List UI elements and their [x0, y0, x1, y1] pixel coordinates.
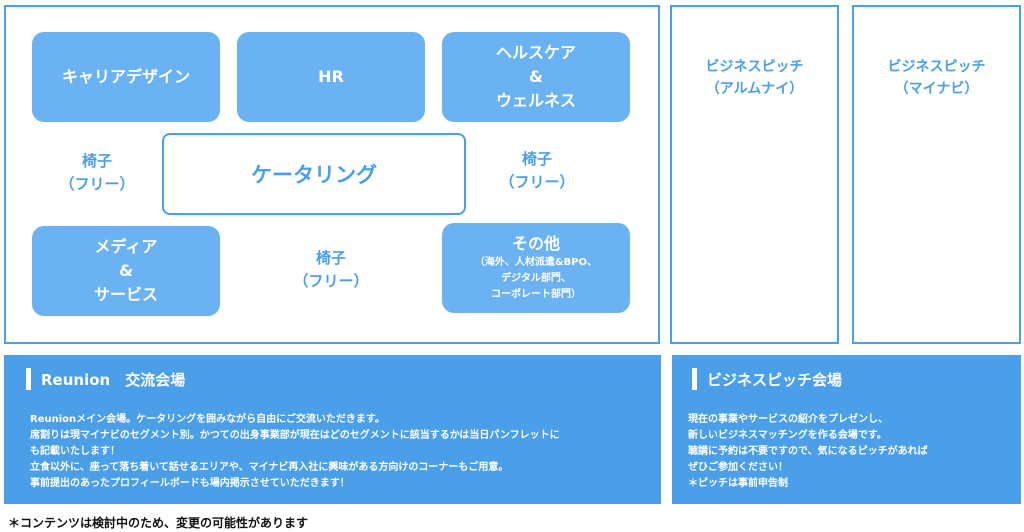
- chair-sublabel: （フリー）: [293, 272, 369, 290]
- heading-bar: [692, 368, 697, 390]
- info-line: も記載いたします！: [30, 446, 120, 457]
- info-line: 席割りは現マイナビのセグメント別。かつての出身事業部が現在はどのセグメントに該当…: [30, 430, 560, 441]
- info-line: 立食以外に、座って落ち着いて話せるエリアや、マイナビ再入社に興味がある方向けのコ…: [30, 462, 509, 473]
- booth-label: &: [119, 261, 133, 280]
- chair-label: 椅子: [315, 249, 346, 267]
- info-line: ＊ピッチは事前申告制: [688, 478, 788, 489]
- pitch-label-alumni: ビジネスピッチ （アルムナイ）: [672, 56, 837, 100]
- pitch-subtitle: （マイナビ）: [894, 81, 979, 97]
- pitch-info-panel: ビジネスピッチ会場 現在の事業やサービスの紹介をプレゼンし、 新しいビジネスマッ…: [672, 355, 1021, 504]
- info-line: 新しいビジネスマッチングを作る会場です。: [688, 430, 887, 441]
- chair-area-center: 椅子 （フリー）: [284, 247, 378, 293]
- booth-label: ウェルネス: [495, 91, 576, 110]
- info-line: 事前提出のあったプロフィールボードも場内掲示させていただきます！: [30, 478, 350, 489]
- booth-other: その他 （海外、人材派遣&BPO、 デジタル部門、 コーポレート部門）: [442, 223, 630, 313]
- chair-area-left: 椅子 （フリー）: [50, 150, 144, 196]
- booth-label: メディア: [94, 237, 158, 256]
- info-line: 聴講に予約は不要ですので、気になるピッチがあれば: [688, 446, 928, 457]
- pitch-area-mynavi: [852, 5, 1021, 344]
- catering-label: ケータリング: [251, 163, 377, 187]
- chair-sublabel: （フリー）: [499, 173, 575, 191]
- pitch-label-mynavi: ビジネスピッチ （マイナビ）: [854, 56, 1019, 100]
- reunion-info-panel: Reunion 交流会場 Reunionメイン会場。ケータリングを囲みながら自由…: [4, 355, 661, 504]
- chair-label: 椅子: [81, 152, 112, 170]
- heading-text: Reunion 交流会場: [41, 370, 186, 389]
- booth-detail: コーポレート部門）: [491, 289, 581, 300]
- reunion-info-body: Reunionメイン会場。ケータリングを囲みながら自由にご交流いただきます。 席…: [30, 412, 650, 492]
- pitch-area-alumni: [670, 5, 839, 344]
- heading-text: ビジネスピッチ会場: [707, 370, 843, 389]
- pitch-title: ビジネスピッチ: [887, 59, 986, 75]
- pitch-info-heading: ビジネスピッチ会場: [692, 368, 842, 390]
- heading-bar: [26, 368, 31, 390]
- booth-label: キャリアデザイン: [61, 67, 190, 86]
- booth-label: その他: [511, 234, 560, 253]
- reunion-info-heading: Reunion 交流会場: [26, 368, 185, 390]
- chair-area-right: 椅子 （フリー）: [490, 148, 584, 194]
- info-line: Reunionメイン会場。ケータリングを囲みながら自由にご交流いただきます。: [30, 414, 385, 425]
- booth-career-design: キャリアデザイン: [32, 32, 220, 122]
- booth-detail: デジタル部門、: [501, 273, 571, 284]
- info-line: 現在の事業やサービスの紹介をプレゼンし、: [688, 414, 888, 425]
- booth-healthcare-wellness: ヘルスケア & ウェルネス: [442, 32, 630, 122]
- pitch-info-body: 現在の事業やサービスの紹介をプレゼンし、 新しいビジネスマッチングを作る会場です…: [688, 412, 1013, 492]
- chair-sublabel: （フリー）: [59, 175, 135, 193]
- booth-detail: （海外、人材派遣&BPO、: [474, 257, 598, 268]
- info-line: ぜひご参加ください！: [688, 462, 788, 473]
- booth-label: &: [529, 67, 543, 86]
- booth-label: ヘルスケア: [495, 43, 576, 62]
- booth-hr: HR: [237, 32, 425, 122]
- chair-label: 椅子: [521, 150, 552, 168]
- booth-label: サービス: [93, 285, 158, 304]
- pitch-subtitle: （アルムナイ）: [705, 81, 804, 97]
- pitch-title: ビジネスピッチ: [705, 59, 804, 75]
- booth-label: HR: [318, 67, 344, 86]
- booth-media-service: メディア & サービス: [32, 226, 220, 316]
- catering-area: ケータリング: [162, 133, 466, 215]
- footnote: ＊コンテンツは検討中のため、変更の可能性があります: [8, 516, 309, 530]
